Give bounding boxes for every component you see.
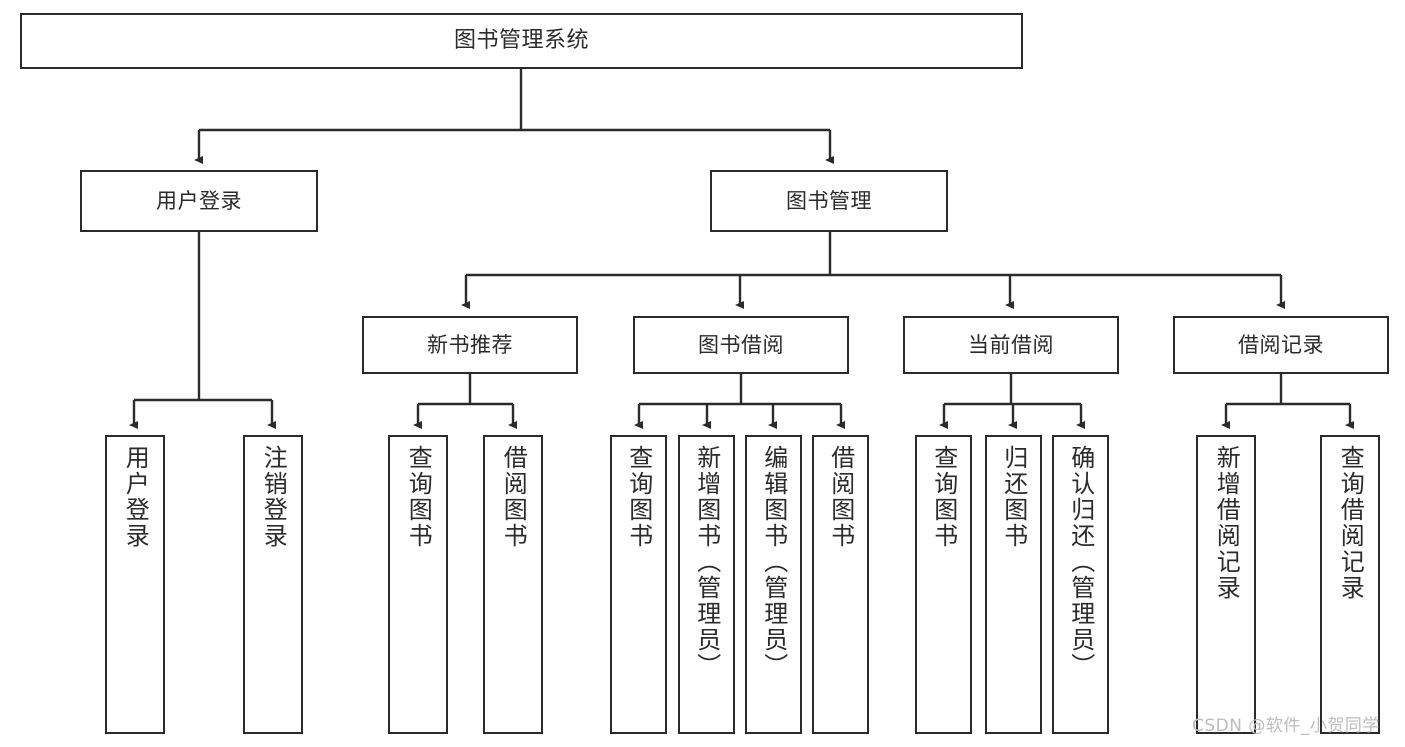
node-book-borrow-label: 图书借阅: [698, 332, 784, 357]
node-user-login-label: 用户登录: [156, 188, 242, 213]
node-leaf-query-record-label: 查询借阅记录: [1336, 445, 1365, 601]
node-leaf-query-record[interactable]: 查询借阅记录: [1320, 435, 1380, 734]
node-leaf-edit-book[interactable]: 编辑图书（管理员）: [745, 435, 802, 734]
node-leaf-add-book-label: 新增图书（管理员）: [692, 445, 721, 679]
node-leaf-user-login[interactable]: 用户登录: [105, 435, 165, 734]
node-user-login[interactable]: 用户登录: [80, 170, 318, 232]
node-current-borrow-label: 当前借阅: [968, 332, 1054, 357]
node-leaf-user-login-label: 用户登录: [121, 445, 150, 549]
node-leaf-query-book-3[interactable]: 查询图书: [915, 435, 972, 734]
node-leaf-borrow-book-2-label: 借阅图书: [826, 445, 855, 549]
node-leaf-confirm-return[interactable]: 确认归还（管理员）: [1052, 435, 1109, 734]
node-root-label: 图书管理系统: [453, 28, 589, 54]
node-leaf-add-record-label: 新增借阅记录: [1212, 445, 1241, 601]
node-leaf-add-record[interactable]: 新增借阅记录: [1196, 435, 1256, 734]
node-leaf-logout[interactable]: 注销登录: [243, 435, 303, 734]
node-leaf-query-book-3-label: 查询图书: [929, 445, 958, 549]
node-leaf-return-book-label: 归还图书: [999, 445, 1028, 549]
node-book-manage[interactable]: 图书管理: [710, 170, 948, 232]
node-borrow-record-label: 借阅记录: [1238, 332, 1324, 357]
edges-root: [129, 69, 1354, 429]
node-current-borrow[interactable]: 当前借阅: [903, 316, 1119, 374]
node-leaf-return-book[interactable]: 归还图书: [985, 435, 1042, 734]
node-leaf-add-book[interactable]: 新增图书（管理员）: [678, 435, 735, 734]
watermark: CSDN @软件_小贺同学: [1192, 716, 1380, 736]
node-borrow-record[interactable]: 借阅记录: [1173, 316, 1389, 374]
node-leaf-borrow-book-1-label: 借阅图书: [499, 445, 528, 549]
node-leaf-confirm-return-label: 确认归还（管理员）: [1066, 445, 1095, 679]
node-leaf-borrow-book-1[interactable]: 借阅图书: [483, 435, 543, 734]
node-book-borrow[interactable]: 图书借阅: [633, 316, 849, 374]
node-leaf-query-book-2[interactable]: 查询图书: [610, 435, 667, 734]
node-new-book-rec-label: 新书推荐: [427, 332, 513, 357]
node-new-book-rec[interactable]: 新书推荐: [362, 316, 578, 374]
node-leaf-query-book-1[interactable]: 查询图书: [388, 435, 448, 734]
node-leaf-query-book-1-label: 查询图书: [404, 445, 433, 549]
node-leaf-borrow-book-2[interactable]: 借阅图书: [812, 435, 869, 734]
node-leaf-logout-label: 注销登录: [259, 445, 288, 549]
node-book-manage-label: 图书管理: [786, 188, 872, 213]
node-leaf-query-book-2-label: 查询图书: [624, 445, 653, 549]
node-leaf-edit-book-label: 编辑图书（管理员）: [759, 445, 788, 679]
node-root[interactable]: 图书管理系统: [20, 13, 1023, 69]
